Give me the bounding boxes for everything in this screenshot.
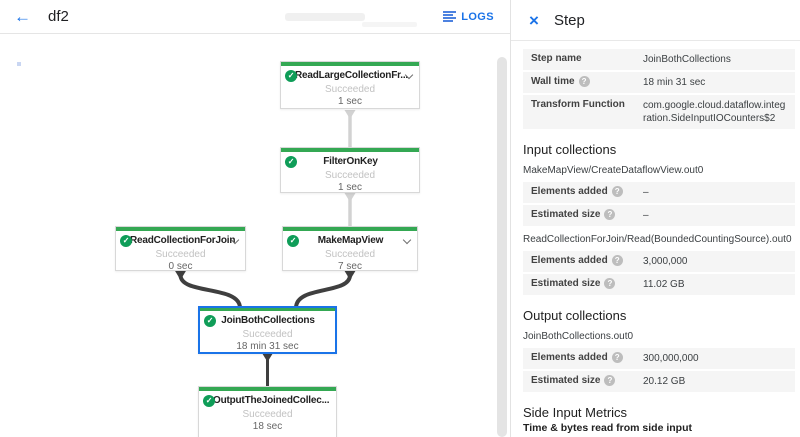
node-status-bar: [200, 308, 335, 311]
collection-name: JoinBothCollections.out0: [523, 331, 634, 342]
success-check-icon: ✓: [285, 70, 297, 82]
output-collections-heading: Output collections: [523, 308, 627, 323]
scrollbar-thumb[interactable]: [497, 57, 507, 437]
node-title: ✓OutputTheJoinedCollec...: [199, 391, 336, 408]
logs-list-icon: [443, 11, 457, 22]
graph-node-joinbothcollections[interactable]: ✓JoinBothCollections Succeeded 18 min 31…: [198, 306, 337, 354]
estimated-size-row: Estimated size? 11.02 GB: [523, 274, 795, 295]
node-title: ✓MakeMapView: [283, 231, 417, 248]
row-label: Elements added?: [531, 352, 643, 365]
step-name-row: Step name JoinBothCollections: [523, 49, 795, 70]
row-label: Elements added?: [531, 255, 643, 268]
row-value: 20.12 GB: [643, 376, 686, 387]
blurred-text: [285, 13, 365, 21]
node-title: ✓JoinBothCollections: [200, 311, 335, 328]
chevron-down-icon[interactable]: [402, 235, 412, 245]
help-icon[interactable]: ?: [604, 375, 616, 386]
row-value: JoinBothCollections: [643, 54, 731, 65]
node-time: 1 sec: [338, 182, 362, 193]
step-details-panel: × Step Step name JoinBothCollections Wal…: [510, 0, 800, 437]
node-status: Succeeded: [324, 84, 376, 95]
minimap-dot: [17, 62, 21, 66]
graph-node-readlargecollection[interactable]: ✓ReadLargeCollectionFr... Succeeded 1 se…: [280, 61, 420, 109]
transform-function-row: Transform Function com.google.cloud.data…: [523, 95, 795, 129]
graph-edges: [174, 110, 356, 387]
help-icon[interactable]: ?: [578, 76, 590, 87]
collection-name: ReadCollectionForJoin/Read(BoundedCounti…: [523, 234, 792, 245]
job-graph-canvas: ✓ReadLargeCollectionFr... Succeeded 1 se…: [0, 35, 510, 437]
row-value: –: [643, 210, 649, 221]
side-input-metrics-heading: Side Input Metrics: [523, 405, 628, 420]
row-value: 11.02 GB: [643, 279, 685, 290]
side-input-metrics-subheading: Time & bytes read from side input: [523, 422, 693, 434]
node-status-bar: [199, 387, 336, 391]
node-title: ✓ReadCollectionForJoin: [116, 231, 245, 248]
panel-header: × Step: [511, 0, 800, 41]
row-label: Elements added?: [531, 186, 643, 199]
row-label: Estimated size?: [531, 375, 643, 388]
graph-node-makemapview[interactable]: ✓MakeMapView Succeeded 7 sec: [282, 226, 418, 271]
elements-added-row: Elements added? 3,000,000: [523, 251, 795, 272]
node-status: Succeeded: [324, 170, 376, 181]
node-title: ✓FilterOnKey: [281, 152, 419, 169]
graph-node-outputthejoinedcollection[interactable]: ✓OutputTheJoinedCollec... Succeeded 18 s…: [198, 386, 337, 437]
node-status-bar: [281, 62, 419, 66]
success-check-icon: ✓: [203, 395, 215, 407]
node-time: 18 min 31 sec: [236, 341, 299, 352]
elements-added-row: Elements added? –: [523, 182, 795, 203]
collection-name: MakeMapView/CreateDataflowView.out0: [523, 165, 704, 176]
help-icon[interactable]: ?: [611, 255, 623, 266]
node-time: 0 sec: [168, 261, 193, 271]
node-status-bar: [116, 227, 245, 231]
help-icon[interactable]: ?: [604, 278, 616, 289]
help-icon[interactable]: ?: [604, 209, 616, 220]
row-value: 18 min 31 sec: [643, 77, 706, 88]
back-arrow-icon: ←: [14, 7, 31, 26]
success-check-icon: ✓: [285, 156, 297, 168]
success-check-icon: ✓: [204, 315, 216, 327]
logs-button-label: LOGS: [461, 10, 494, 23]
node-status-bar: [281, 148, 419, 152]
node-status: Succeeded: [242, 409, 293, 420]
panel-body: Step name JoinBothCollections Wall time?…: [511, 41, 800, 437]
node-title: ✓ReadLargeCollectionFr...: [281, 66, 419, 83]
node-time: 7 sec: [338, 261, 362, 271]
success-check-icon: ✓: [120, 235, 132, 247]
row-value: com.google.cloud.dataflow.integration.Si…: [643, 100, 786, 124]
row-label: Estimated size?: [531, 278, 643, 291]
node-status: Succeeded: [155, 249, 206, 260]
job-header: ← df2 LOGS: [0, 0, 510, 34]
help-icon[interactable]: ?: [611, 186, 623, 197]
help-icon[interactable]: ?: [611, 352, 623, 363]
estimated-size-row: Estimated size? –: [523, 205, 795, 226]
graph-node-readcollectionforjoin[interactable]: ✓ReadCollectionForJoin Succeeded 0 sec: [115, 226, 246, 271]
node-status: Succeeded: [324, 249, 376, 260]
graph-node-filteronkey[interactable]: ✓FilterOnKey Succeeded 1 sec: [280, 147, 420, 193]
back-button[interactable]: ←: [14, 8, 31, 25]
job-title: df2: [48, 8, 69, 25]
row-label: Estimated size?: [531, 209, 643, 222]
panel-title: Step: [553, 11, 585, 29]
row-label: Transform Function: [531, 99, 625, 110]
close-icon: ×: [529, 10, 539, 30]
row-value: –: [643, 187, 649, 198]
node-time: 1 sec: [338, 96, 362, 107]
wall-time-row: Wall time? 18 min 31 sec: [523, 72, 795, 93]
blurred-text: [362, 22, 417, 27]
row-value: 300,000,000: [643, 353, 699, 364]
node-status-bar: [283, 227, 417, 231]
row-label: Step name: [531, 53, 582, 64]
node-time: 18 sec: [252, 421, 283, 432]
success-check-icon: ✓: [287, 235, 299, 247]
row-label: Wall time?: [531, 76, 643, 89]
row-value: 3,000,000: [643, 256, 688, 267]
node-status: Succeeded: [242, 329, 293, 340]
elements-added-row: Elements added? 300,000,000: [523, 348, 795, 369]
close-button[interactable]: ×: [529, 12, 539, 29]
input-collections-heading: Input collections: [523, 142, 617, 157]
estimated-size-row: Estimated size? 20.12 GB: [523, 371, 795, 392]
logs-button[interactable]: LOGS: [443, 11, 494, 23]
